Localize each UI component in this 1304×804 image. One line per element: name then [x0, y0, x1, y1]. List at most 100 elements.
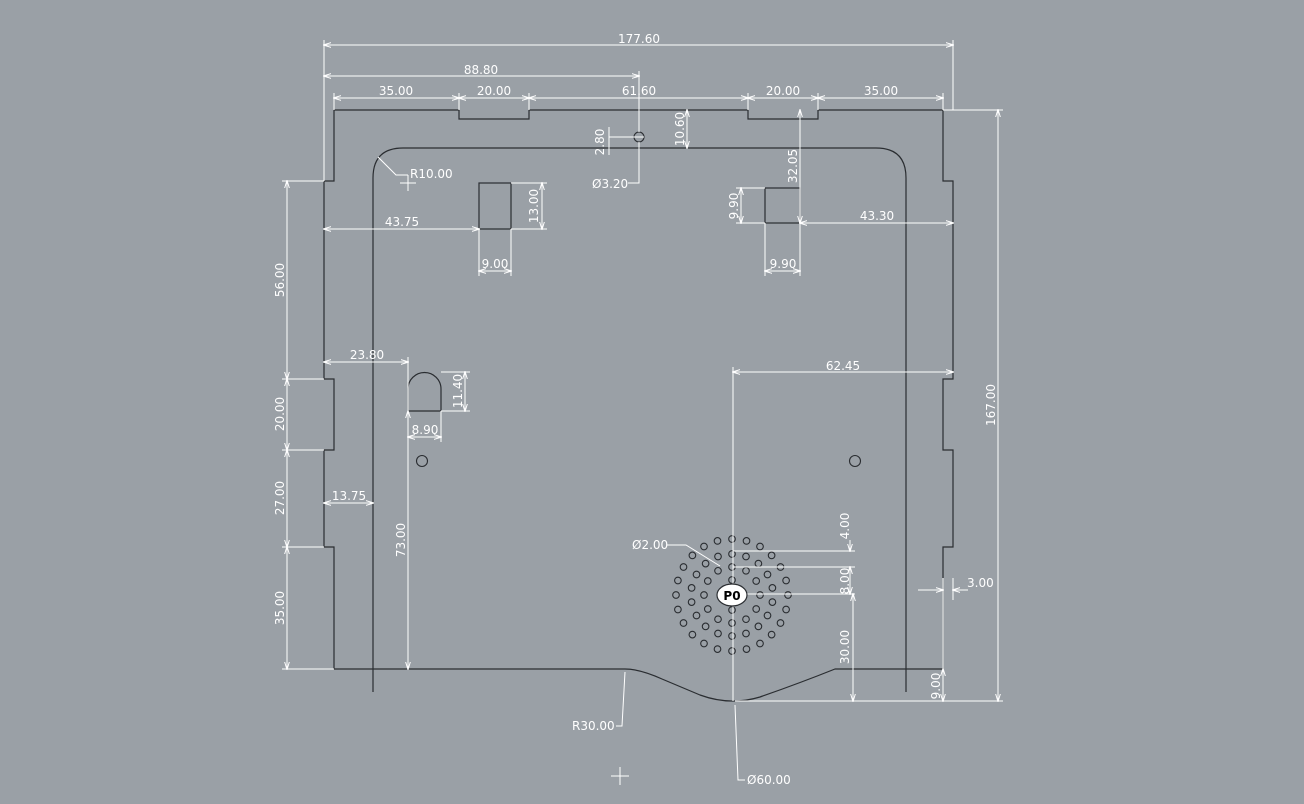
speaker-hole: [784, 591, 792, 599]
dimension-labels: 177.60 88.80 35.00 20.00 61.60 20.00 35.…: [273, 32, 998, 787]
speaker-hole: [756, 591, 764, 599]
speaker-hole: [728, 632, 736, 640]
dim-ring-spacing-a: 4.00: [838, 513, 852, 540]
speaker-hole: [703, 577, 712, 585]
dim-slot-vertical: 73.00: [394, 523, 408, 557]
speaker-hole: [700, 591, 708, 599]
speaker-hole: [714, 615, 722, 624]
dim-left-tab: 20.00: [273, 397, 287, 431]
speaker-hole: [776, 619, 785, 627]
speaker-hole: [752, 577, 761, 585]
dim-small-hole-offset: 2.80: [593, 129, 607, 156]
speaker-hole: [742, 537, 751, 545]
left-rect-cutout: [478, 182, 512, 230]
dim-top-right-tab: 20.00: [766, 84, 800, 98]
speaker-hole: [700, 542, 708, 551]
dim-top-inset: 10.60: [673, 112, 687, 146]
speaker-hole: [763, 611, 772, 620]
speaker-hole: [782, 576, 790, 585]
dim-right-rect-vertical: 32.05: [786, 149, 800, 183]
rounded-slot-cutout: [407, 371, 442, 412]
speaker-hole: [728, 606, 736, 614]
dim-right-rect-height: 9.90: [727, 193, 741, 220]
speaker-hole-pattern: [672, 535, 792, 655]
speaker-hole: [714, 629, 722, 638]
dim-slot-width: 8.90: [412, 423, 439, 437]
speaker-hole: [756, 639, 764, 648]
dim-wall-offset: 13.75: [332, 489, 366, 503]
speaker-hole: [754, 622, 763, 631]
speaker-hole: [742, 645, 751, 653]
speaker-hole: [767, 551, 776, 560]
speaker-hole: [742, 566, 750, 575]
speaker-hole: [713, 537, 722, 545]
speaker-hole: [713, 645, 722, 653]
dim-ring-spacing-b: 8.00: [838, 568, 852, 595]
right-rect-cutout: [764, 187, 801, 224]
dim-left-rect-offset: 43.75: [385, 215, 419, 229]
speaker-hole: [679, 563, 688, 571]
point-label: P0: [723, 589, 740, 603]
dim-left-rect-height: 13.00: [527, 189, 541, 223]
dim-left-rect-width: 9.00: [482, 257, 509, 271]
speaker-hole: [763, 570, 772, 579]
speaker-hole: [703, 605, 712, 613]
speaker-hole: [674, 576, 682, 585]
dim-arc-diameter: Ø60.00: [747, 773, 791, 787]
speaker-hole: [767, 630, 776, 639]
speaker-hole: [742, 629, 750, 638]
speaker-hole: [674, 605, 682, 614]
dim-overall-height: 167.00: [984, 384, 998, 426]
speaker-hole: [692, 611, 701, 620]
speaker-hole: [782, 605, 790, 614]
speaker-hole: [687, 584, 696, 592]
speaker-hole: [714, 566, 722, 575]
speaker-hole: [701, 559, 710, 568]
dim-half-width: 88.80: [464, 63, 498, 77]
speaker-hole: [752, 605, 761, 613]
speaker-hole: [754, 559, 763, 568]
inner-wall-outline: [372, 147, 907, 692]
speaker-hole: [679, 619, 688, 627]
speaker-hole: [742, 552, 750, 561]
dim-small-hole-dia: Ø3.20: [592, 177, 628, 191]
dim-bottom-offset: 9.00: [929, 673, 943, 700]
speaker-hole: [672, 591, 680, 599]
dim-left-upper-span: 56.00: [273, 263, 287, 297]
speaker-hole: [714, 552, 722, 561]
speaker-hole: [768, 598, 777, 606]
dim-arc-radius: R30.00: [572, 719, 615, 733]
dim-overall-width: 177.60: [618, 32, 660, 46]
speaker-hole: [687, 598, 696, 606]
dim-left-mid-span: 27.00: [273, 481, 287, 515]
speaker-hole: [742, 615, 750, 624]
speaker-hole: [728, 647, 736, 655]
dim-right-rect-width: 9.90: [770, 257, 797, 271]
speaker-hole: [688, 551, 697, 560]
dimension-lines: [282, 40, 1003, 785]
speaker-hole: [728, 535, 736, 543]
speaker-hole: [728, 619, 736, 627]
dim-slot-offset: 23.80: [350, 348, 384, 362]
dim-speaker-vertical: 30.00: [838, 630, 852, 664]
dim-right-rect-offset: 43.30: [860, 209, 894, 223]
plate-outline: [323, 109, 954, 702]
right-mount-hole: [848, 454, 862, 468]
dim-top-center-span: 61.60: [622, 84, 656, 98]
part-outline-group: [323, 109, 954, 702]
dim-top-right-margin: 35.00: [864, 84, 898, 98]
dim-side-offset: 3.00: [967, 576, 994, 590]
dim-speaker-hole-dia: Ø2.00: [632, 538, 668, 552]
dim-top-left-tab: 20.00: [477, 84, 511, 98]
dim-top-left-margin: 35.00: [379, 84, 413, 98]
speaker-hole: [768, 584, 777, 592]
dim-left-lower-span: 35.00: [273, 591, 287, 625]
dim-slot-height: 11.40: [451, 374, 465, 408]
point-marker-p0[interactable]: P0: [716, 583, 748, 607]
speaker-hole: [701, 622, 710, 631]
speaker-hole: [688, 630, 697, 639]
speaker-hole: [692, 570, 701, 579]
dim-speaker-offset: 62.45: [826, 359, 860, 373]
speaker-hole: [728, 576, 736, 584]
